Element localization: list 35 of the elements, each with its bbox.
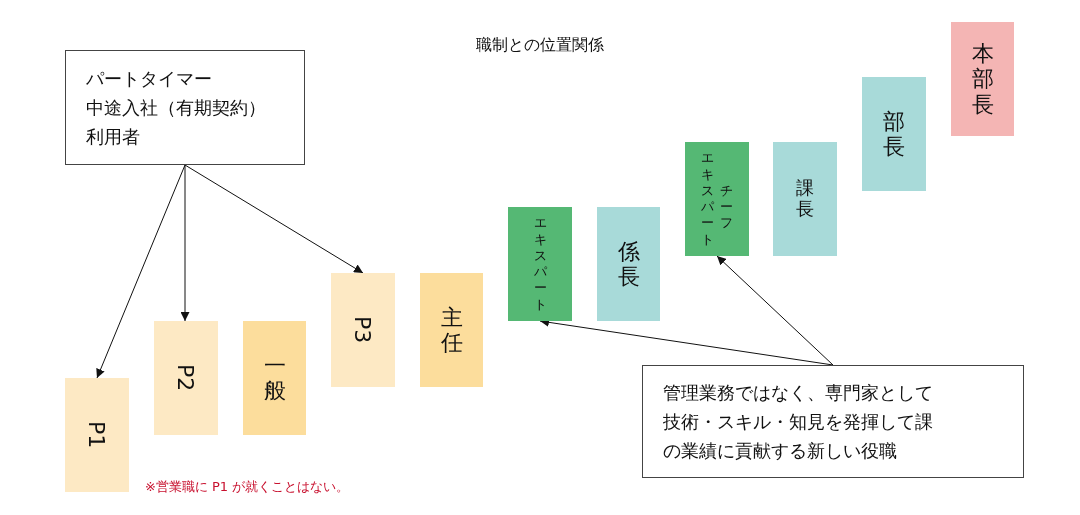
rank-box [508, 207, 572, 321]
arrow [716, 255, 834, 366]
arrow [180, 164, 190, 322]
note-text: 利用者 [86, 125, 140, 149]
rank-box [685, 142, 749, 256]
rank-box [773, 142, 837, 256]
rank-box [420, 273, 483, 387]
note-text: パートタイマー [86, 67, 212, 91]
text-box [642, 365, 1024, 478]
rank-label: P2 [173, 364, 199, 392]
rank-label: 部長 [883, 108, 905, 160]
rank-label: チーフ [720, 182, 733, 232]
rank-box [243, 321, 306, 435]
rank-label: 係長 [617, 238, 640, 290]
rank-label: 一般 [263, 352, 286, 404]
rank-box [331, 273, 395, 387]
rank-box [862, 77, 926, 191]
rank-label: エキスパート [533, 215, 547, 313]
rank-box [597, 207, 660, 321]
footnote: ※営業職に P1 が就くことはない。 [145, 478, 350, 496]
note-text: 中途入社（有期契約） [86, 96, 266, 120]
rank-label: エキスパート [701, 150, 714, 248]
diagram-title: 職制との位置関係 [476, 35, 604, 56]
text-box [65, 50, 305, 165]
arrow [184, 164, 364, 274]
rank-label: 主任 [440, 304, 463, 356]
rank-label: 本部長 [971, 41, 994, 117]
rank-box [65, 378, 129, 492]
rank-box [154, 321, 218, 435]
rank-label: 課長 [796, 178, 814, 220]
arrow [96, 164, 186, 379]
rank-label: P1 [84, 421, 110, 449]
rank-box [951, 22, 1014, 136]
note-text: 管理業務ではなく、専門家として技術・スキル・知見を発揮して課の業績に貢献する新しい役職 [663, 381, 934, 463]
rank-label: P3 [350, 316, 376, 344]
